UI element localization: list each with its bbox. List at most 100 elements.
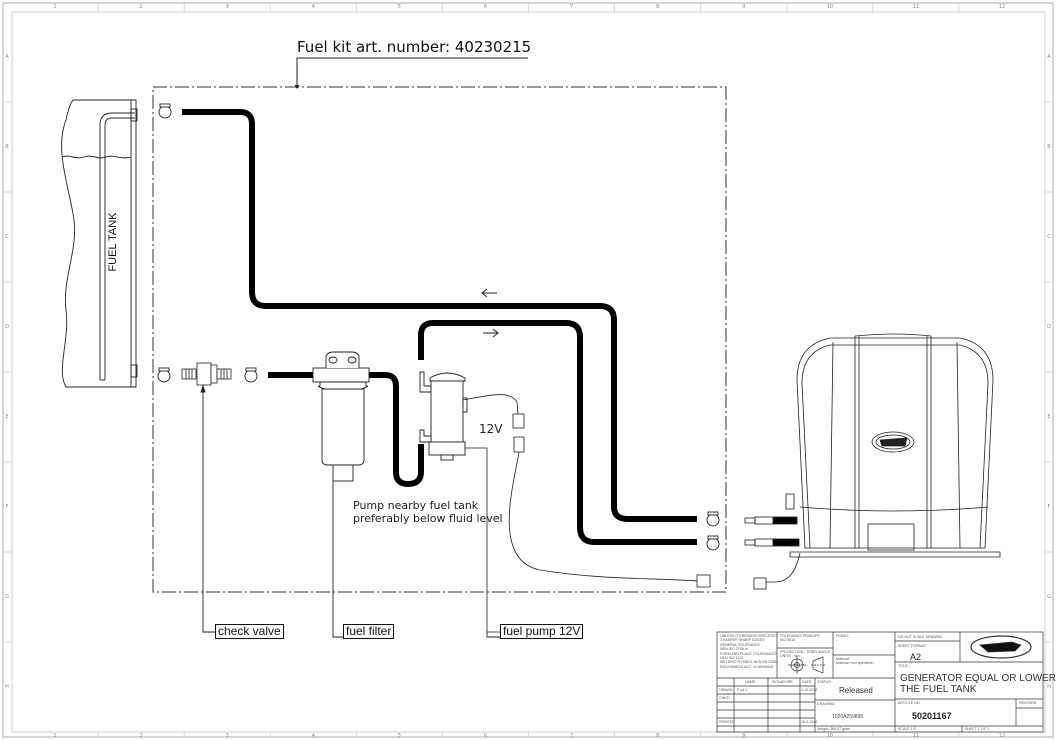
grid-row-label: B bbox=[1047, 144, 1051, 150]
grid-row-label: E bbox=[1047, 414, 1051, 420]
note-line: NEN ISO 2768-m bbox=[720, 647, 748, 652]
grid-row-label: G bbox=[5, 594, 9, 600]
grid-column-label: 3 bbox=[225, 733, 229, 739]
grid-row-label: D bbox=[5, 324, 9, 330]
note-line: GENERAL TOLERANCE bbox=[720, 642, 760, 647]
check-valve-callout: check valve bbox=[215, 624, 284, 639]
supply-hose bbox=[418, 320, 697, 545]
grid-row-label: F bbox=[1047, 504, 1051, 510]
grid-column-label: 5 bbox=[397, 4, 401, 10]
scale: SCALE:1:5 bbox=[898, 727, 916, 731]
check-valve-leader bbox=[202, 385, 215, 633]
drawing-title: GENERATOR EQUAL OR LOWER THE FUEL TANK bbox=[900, 673, 1056, 695]
value: Material <not specified> bbox=[836, 661, 875, 666]
status-value: Released bbox=[839, 686, 873, 695]
grid-column-label: 8 bbox=[656, 4, 660, 10]
grid-column-label: 2 bbox=[139, 4, 143, 10]
fuel-filter-callout: fuel filter bbox=[343, 624, 395, 639]
grid-column-label: 6 bbox=[483, 4, 488, 10]
grid-column-label: 6 bbox=[483, 733, 488, 739]
title-label: TITLE: bbox=[898, 664, 909, 668]
drawing-no: 1020A259895 bbox=[832, 714, 864, 720]
grid-row-label: D bbox=[1047, 324, 1051, 330]
note-line: UNLESS OTHERWISE SPECIFIED: bbox=[720, 634, 779, 638]
grid-column-label: 9 bbox=[742, 733, 746, 739]
grid-column-label: 10 bbox=[826, 4, 833, 10]
article-label: ARTICLE NO: bbox=[898, 701, 921, 705]
hose-clamp-icon bbox=[244, 367, 258, 383]
row-role: CHK'D bbox=[719, 696, 730, 700]
grid-column-label: 11 bbox=[912, 4, 920, 10]
value: ISO 8015 bbox=[780, 638, 796, 643]
grid-column-label: 4 bbox=[311, 733, 315, 739]
fuel-tank bbox=[61, 99, 138, 388]
grid-row-label: H bbox=[1047, 684, 1051, 690]
flow-arrow-return bbox=[481, 288, 497, 298]
value: UNITS : mm bbox=[780, 654, 800, 659]
title-block-frame bbox=[716, 631, 1044, 733]
finish: FINISH: - bbox=[836, 634, 849, 643]
title-line: GENERATOR EQUAL OR LOWER bbox=[900, 673, 1056, 684]
material: Material: Material <not specified> bbox=[836, 657, 874, 666]
grid-column-label: 12 bbox=[998, 4, 1006, 10]
grid-row-label: H bbox=[5, 684, 9, 690]
fuel-kit-title: Fuel kit art. number: 40230215 bbox=[297, 38, 532, 56]
projection: PROJECTION : THIRD ANGLE UNITS : mm bbox=[780, 650, 830, 659]
title-line: THE FUEL TANK bbox=[900, 684, 977, 695]
grid-row-label: F bbox=[5, 504, 9, 510]
note-line: ROUGHNESS ACC. to NEN0606 bbox=[720, 664, 774, 669]
return-hose bbox=[182, 109, 697, 522]
note-line: preferably below fluid level bbox=[353, 512, 503, 525]
hose-clamp-icon bbox=[706, 511, 720, 527]
grid-row-label: E bbox=[5, 414, 9, 420]
status-label: STATUS: bbox=[817, 680, 832, 684]
grid-column-label: 5 bbox=[397, 733, 401, 739]
grid-column-label: 11 bbox=[912, 733, 920, 739]
title-leader bbox=[296, 57, 528, 87]
grid-column-label: 1 bbox=[53, 4, 57, 10]
col-date: DATE bbox=[802, 680, 812, 684]
grid-row-label: G bbox=[1047, 594, 1051, 600]
grid-row-label: C bbox=[1047, 234, 1051, 240]
row-date: 3-10-2012 bbox=[801, 688, 818, 692]
company-logo bbox=[979, 641, 1022, 653]
row-role: DRAWN bbox=[719, 688, 733, 692]
drawing-no-label: DRAWING: bbox=[817, 702, 836, 706]
hose-clamp-icon bbox=[706, 535, 720, 551]
do-not-scale: DO NOT SCALE DRAWING bbox=[898, 635, 943, 639]
generator bbox=[744, 333, 1001, 590]
sheet-format-label: SHEET FORMAT: bbox=[898, 644, 927, 648]
sheet-format: A2 bbox=[910, 652, 922, 662]
flow-arrow-supply bbox=[483, 328, 499, 338]
note-line: Pump nearby fuel tank bbox=[353, 499, 479, 512]
note-line: NEN ISO 1101 bbox=[720, 656, 744, 661]
grid-row-label: C bbox=[5, 234, 9, 240]
fuel-filter bbox=[312, 351, 370, 482]
sheet-number: SHEET 1 OF 1 bbox=[965, 727, 989, 731]
kit-boundary bbox=[152, 86, 727, 593]
label: FINISH: bbox=[836, 634, 849, 638]
fuel-filter-leader bbox=[332, 481, 343, 638]
weight: Weight: 386.87 gram bbox=[817, 727, 851, 731]
voltage-label: 12V bbox=[479, 422, 503, 436]
note-line: FORM AND PLACE TOLERANCES bbox=[720, 651, 777, 656]
row-role: PRINTED bbox=[719, 720, 735, 724]
row-date: 25-3-2020 bbox=[801, 720, 818, 724]
check-valve bbox=[181, 362, 232, 386]
grid-row-label: A bbox=[1047, 54, 1051, 60]
grid-column-label: 9 bbox=[742, 4, 746, 10]
fuel-pump-leader bbox=[486, 632, 500, 638]
article-no: 50201167 bbox=[912, 711, 952, 721]
grid-column-label: 4 bbox=[311, 4, 315, 10]
col-signature: SIGNATURE bbox=[772, 680, 793, 684]
grid-row-label: B bbox=[5, 144, 9, 150]
label: PROJECTION : THIRD ANGLE bbox=[780, 650, 831, 654]
label: Material: bbox=[836, 657, 850, 661]
grid-row-label: A bbox=[5, 54, 9, 60]
fuel-pump-callout: fuel pump 12V bbox=[500, 624, 584, 639]
tolerance-principle: TOLERANCE PRINCIPE ISO 8015 bbox=[780, 634, 820, 643]
value: - bbox=[836, 638, 838, 643]
label: TOLERANCE PRINCIPE bbox=[780, 634, 820, 638]
